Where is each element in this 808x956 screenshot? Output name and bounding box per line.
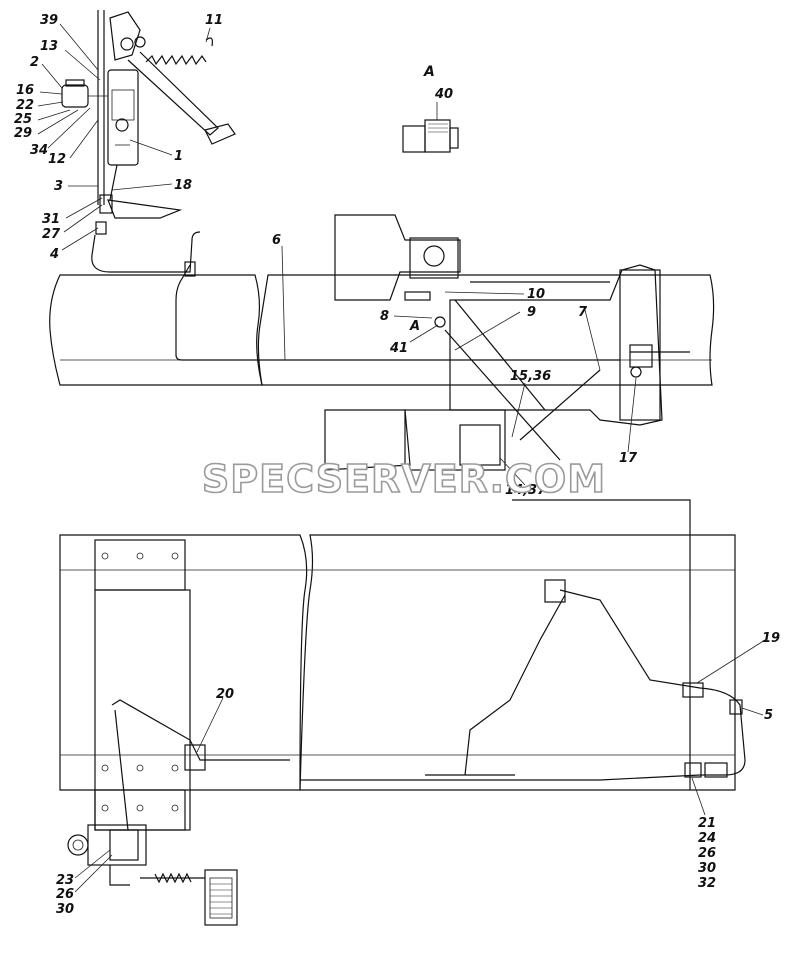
callout-3: 3	[54, 179, 63, 194]
callout-labels: 39 13 2 16 22 25 29 34 12 11 1 3 18 31 2…	[14, 13, 780, 917]
frame-rail-bottom	[59, 499, 736, 831]
callout-9: 9	[527, 305, 536, 320]
callout-7: 7	[578, 305, 588, 320]
callout-1: 1	[174, 149, 183, 164]
callout-a-detail: A	[423, 64, 435, 80]
callout-31: 31	[42, 212, 60, 227]
callout-30-left: 30	[56, 902, 74, 917]
callout-12: 12	[48, 152, 66, 167]
callout-39: 39	[40, 13, 58, 28]
clutch-pedal-bottom	[67, 824, 238, 926]
callout-27: 27	[42, 227, 61, 242]
callout-6: 6	[272, 233, 281, 248]
callout-26-left: 26	[56, 887, 74, 902]
callout-17: 17	[619, 451, 638, 466]
callout-23: 23	[56, 873, 74, 888]
callout-14-37: 14,37	[505, 483, 547, 498]
callout-21: 21	[698, 816, 716, 831]
leader-lines	[37, 23, 766, 893]
callout-19: 19	[762, 631, 780, 646]
callout-13: 13	[40, 39, 58, 54]
callout-22: 22	[16, 98, 34, 113]
callout-26-right: 26	[698, 846, 716, 861]
callout-5: 5	[764, 708, 773, 723]
callout-34: 34	[30, 143, 48, 158]
callout-18: 18	[174, 178, 192, 193]
callout-8: 8	[380, 309, 389, 324]
callout-29: 29	[14, 126, 32, 141]
callout-24: 24	[698, 831, 716, 846]
hydraulic-lines-bottom	[111, 579, 746, 831]
watermark: SPECSERVER.COM	[202, 457, 606, 501]
callout-2: 2	[30, 55, 39, 70]
callout-41: 41	[389, 341, 408, 356]
clutch-pedal-assembly	[61, 10, 620, 361]
callout-25: 25	[14, 112, 32, 127]
callout-4: 4	[49, 247, 59, 262]
gearbox	[324, 214, 690, 471]
callout-a-view: A	[409, 319, 420, 334]
callout-40: 40	[434, 87, 453, 102]
callout-10: 10	[527, 287, 545, 302]
callout-20: 20	[216, 687, 234, 702]
detail-a-fitting	[402, 119, 459, 153]
callout-16: 16	[16, 83, 34, 98]
callout-30-right: 30	[698, 861, 716, 876]
callout-15-36: 15,36	[510, 369, 551, 384]
callout-32: 32	[698, 876, 716, 891]
callout-11: 11	[205, 13, 223, 28]
